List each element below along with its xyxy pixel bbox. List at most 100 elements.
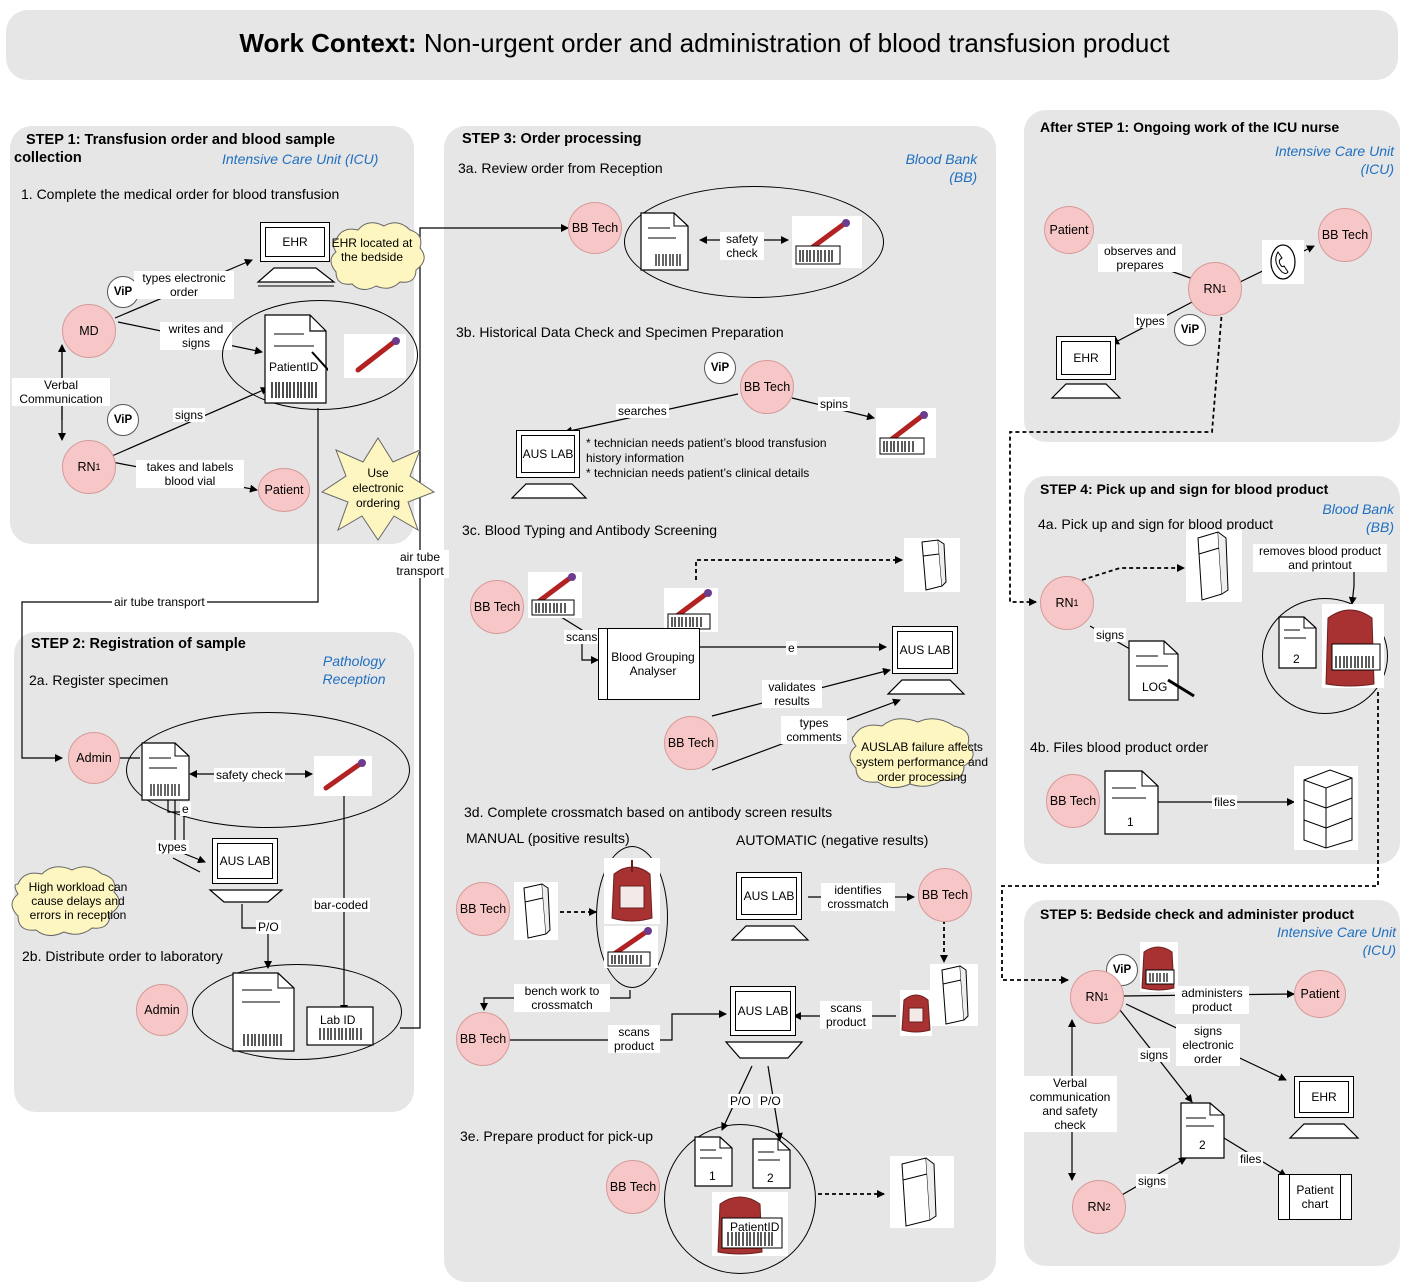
medical-order-document-icon <box>264 314 328 404</box>
step1-title: STEP 1: Transfusion order and blood samp… <box>14 132 336 166</box>
blood-bag-icon <box>900 990 932 1036</box>
labeled-blood-bag-icon <box>1140 942 1178 992</box>
blood-vial-icon <box>344 334 406 378</box>
after1-location: Intensive Care Unit (ICU) <box>1274 143 1394 177</box>
verbal-safety-check-label: Verbal communication and safety check <box>1023 1076 1117 1132</box>
administers-product-label: administers product <box>1175 986 1249 1014</box>
step4-title: STEP 4: Pick up and sign for blood produ… <box>1040 481 1329 497</box>
types-order-label: types electronic order <box>134 271 234 299</box>
admin-node: Admin <box>136 984 188 1036</box>
step2-location: Pathology Reception <box>322 653 386 687</box>
bb-tech-node: BB Tech <box>664 716 718 770</box>
technician-note-3: * technician needs patient’s clinical de… <box>586 466 810 480</box>
pickup-ellipse <box>664 1124 816 1274</box>
auslab-label: AUS LAB <box>521 435 575 473</box>
step4-sub-a: 4a. Pick up and sign for blood product <box>1038 516 1274 532</box>
observes-prepares-label: observes and prepares <box>1098 244 1182 272</box>
refrigerator-icon <box>930 964 978 1026</box>
ehr-label: EHR <box>1299 1081 1349 1113</box>
labeled-blood-vial-icon <box>664 588 718 632</box>
manual-crossmatch-ellipse <box>596 846 668 988</box>
air-tube-transport-label-2: air tube transport <box>391 550 449 578</box>
signs-label: signs <box>1136 1174 1169 1188</box>
step5-title: STEP 5: Bedside check and administer pro… <box>1040 906 1355 922</box>
use-electronic-ordering-star-text: Use electronic ordering <box>352 466 404 510</box>
step1-location: Intensive Care Unit (ICU) <box>222 151 379 167</box>
high-workload-cloud-text: High workload can cause delays and error… <box>28 880 128 922</box>
refrigerator-icon <box>890 1156 954 1228</box>
title-rest: Non-urgent order and administration of b… <box>416 28 1170 58</box>
auslab-computer-icon: AUS LAB <box>724 986 804 1068</box>
po-label: P/O <box>728 1094 753 1108</box>
manual-label: MANUAL (positive results) <box>466 830 630 846</box>
types-label: types <box>156 840 189 854</box>
scans-product-label: scans product <box>820 1001 872 1029</box>
log-label: LOG <box>1142 680 1168 694</box>
auslab-label: AUS LAB <box>735 991 791 1031</box>
ehr-computer-icon: EHR <box>1050 336 1122 402</box>
technician-note-1: * technician needs patient’s blood trans… <box>586 436 827 450</box>
scans-label: scans <box>564 630 600 644</box>
step3-location: Blood Bank (BB) <box>905 151 978 185</box>
files-label: files <box>1212 795 1238 809</box>
step3-title: STEP 3: Order processing <box>462 131 642 147</box>
md-node: MD <box>62 304 116 358</box>
after1-title: After STEP 1: Ongoing work of the ICU nu… <box>1040 119 1340 135</box>
takes-labels-label: takes and labels blood vial <box>136 460 244 488</box>
bb-tech-node: BB Tech <box>1318 208 1372 262</box>
step2-sub-b: 2b. Distribute order to laboratory <box>22 948 223 964</box>
vip-icon: ViP <box>1174 314 1206 346</box>
step3-sub-e: 3e. Prepare product for pick-up <box>460 1128 653 1144</box>
blood-grouping-analyser: Blood Grouping Analyser <box>598 628 700 700</box>
doc-number-2: 2 <box>767 1171 774 1185</box>
labeled-blood-vial-icon <box>528 572 582 618</box>
log-book-icon <box>1128 640 1195 701</box>
doc-number-1: 1 <box>1127 815 1134 829</box>
lab-id-text: Lab ID <box>320 1013 356 1027</box>
signs-label: signs <box>1138 1048 1171 1062</box>
vip-icon: ViP <box>704 352 736 384</box>
files-label: files <box>1238 1152 1264 1166</box>
step4-location: Blood Bank (BB) <box>1322 501 1394 535</box>
header-panel <box>6 10 1398 80</box>
auslab-failure-cloud-text: AUSLAB failure affects system performanc… <box>855 740 989 784</box>
patient-id-label: PatientID <box>269 360 319 374</box>
labeled-blood-bag-icon <box>712 1192 788 1256</box>
blood-bag-icon <box>604 858 660 924</box>
title-bold: Work Context: <box>239 28 417 58</box>
step5-location: Intensive Care Unit (ICU) <box>1276 924 1396 958</box>
order-document-icon <box>640 212 689 271</box>
lab-order-document-icon <box>232 972 295 1052</box>
patient-node: Patient <box>258 468 310 512</box>
bb-tech-node: BB Tech <box>1046 774 1100 828</box>
types-label: types <box>1134 314 1167 328</box>
patient-node: Patient <box>1294 970 1346 1018</box>
signs-label: signs <box>173 408 206 422</box>
labeled-blood-vial-icon <box>876 408 936 458</box>
refrigerator-icon <box>514 882 558 940</box>
auslab-computer-icon: AUS LAB <box>730 872 810 944</box>
step4-sub-b: 4b. Files blood product order <box>1030 739 1209 755</box>
distribute-ellipse <box>192 964 402 1060</box>
searches-label: searches <box>616 404 669 418</box>
labeled-blood-bag-icon <box>1322 604 1384 688</box>
step3-sub-c: 3c. Blood Typing and Antibody Screening <box>462 522 718 538</box>
labeled-blood-vial-icon <box>792 216 862 268</box>
lab-id-label-icon <box>306 1006 374 1046</box>
step3-sub-d: 3d. Complete crossmatch based on antibod… <box>464 804 833 820</box>
patient-id-label: PatientID <box>730 1220 780 1234</box>
review-ellipse <box>624 186 884 298</box>
printout-document-icon <box>1278 616 1317 669</box>
auslab-label: AUS LAB <box>897 631 953 669</box>
signs-label: signs <box>1094 628 1127 642</box>
auslab-label: AUS LAB <box>217 843 273 879</box>
patient-chart-label: Patient chart <box>1289 1175 1341 1219</box>
auslab-label: AUS LAB <box>741 877 797 915</box>
e-label: e <box>786 641 797 655</box>
blood-vial-icon <box>314 756 372 796</box>
